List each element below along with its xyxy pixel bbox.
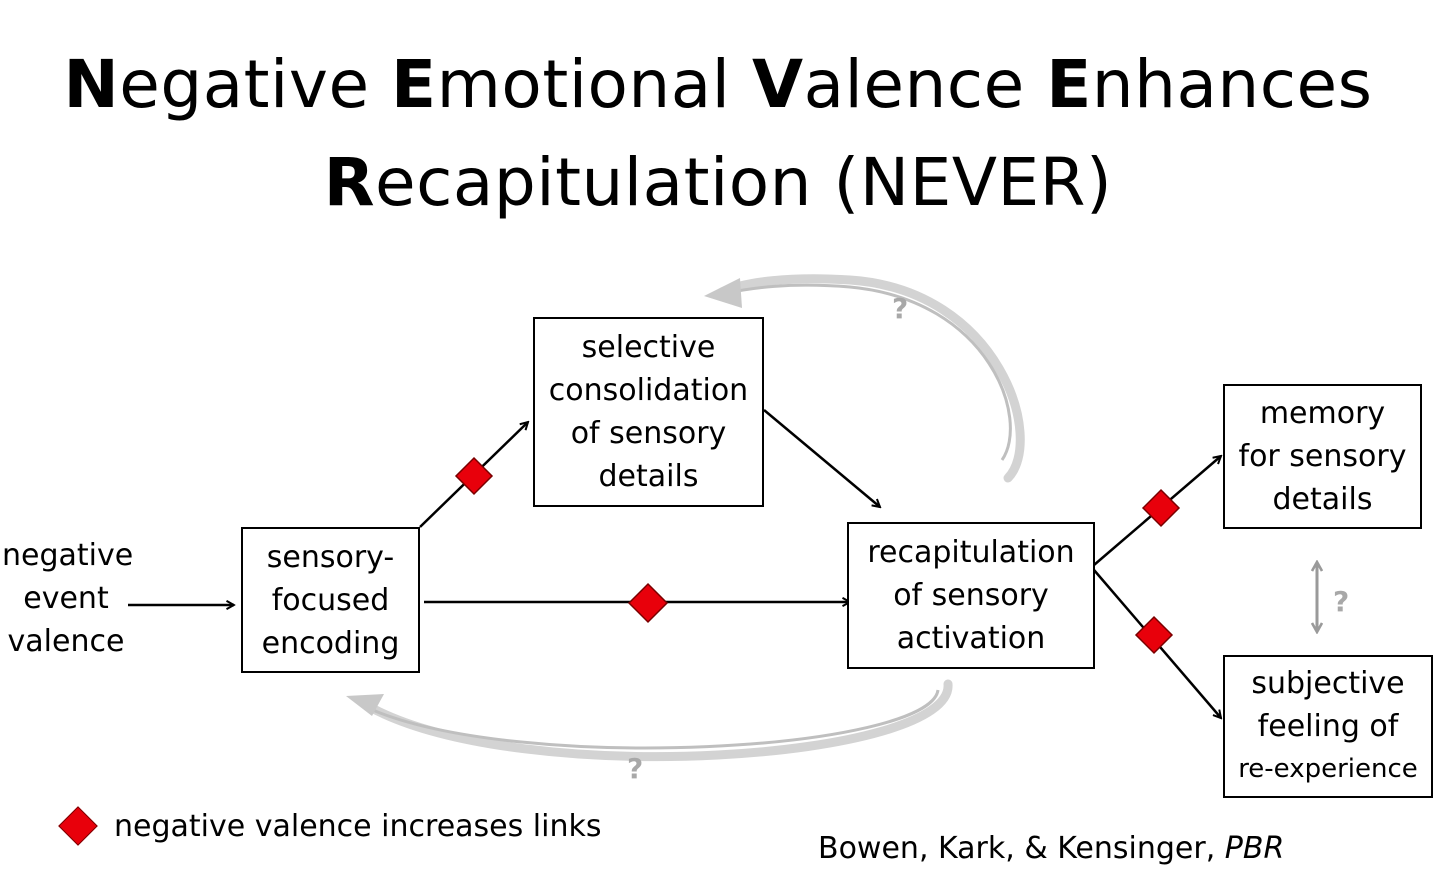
arrow-consolidation-to-recapitulation — [763, 409, 880, 507]
question-mark-bottom: ? — [627, 752, 644, 785]
node-feeling-line: subjective — [1251, 666, 1405, 701]
node-recapitulation-line: activation — [896, 621, 1046, 656]
title-initial: N — [63, 46, 120, 123]
diamond-recapitulation-feeling — [1134, 615, 1174, 655]
legend-text: negative valence increases links — [114, 808, 602, 844]
node-feeling-line: re-experience — [1238, 754, 1418, 784]
node-feeling: subjective feeling of re-experience — [1223, 655, 1433, 798]
title-text: egative — [119, 46, 392, 123]
citation-authors: Bowen, Kark, & Kensinger, — [818, 831, 1225, 866]
feedback-arrow-top — [704, 274, 1025, 483]
node-recapitulation-line: recapitulation — [867, 535, 1075, 570]
title-text: nhances — [1091, 46, 1373, 123]
legend: negative valence increases links — [56, 806, 601, 846]
node-encoding-line: sensory- — [266, 539, 395, 575]
diamond-encoding-recapitulation — [627, 582, 669, 624]
title-text: ecapitulation (NEVER) — [375, 144, 1113, 221]
node-consolidation-line: selective — [581, 330, 716, 365]
node-consolidation-line: consolidation — [548, 373, 749, 408]
title-initial: V — [752, 46, 804, 123]
node-input-line: event — [23, 581, 109, 616]
citation-journal: PBR — [1224, 831, 1285, 866]
citation: Bowen, Kark, & Kensinger, PBR — [818, 831, 1284, 866]
title-text: motional — [436, 46, 752, 123]
node-input-line: valence — [7, 624, 125, 659]
node-memory-line: details — [1272, 482, 1373, 517]
node-recapitulation: recapitulation of sensory activation — [847, 522, 1095, 669]
node-encoding-line: encoding — [261, 625, 400, 661]
question-mark-top: ? — [892, 292, 909, 325]
node-memory: memory for sensory details — [1223, 384, 1422, 529]
node-memory-line: memory — [1259, 396, 1386, 431]
title-initial: R — [323, 144, 376, 221]
feedback-arrow-bottom — [346, 679, 953, 761]
node-recapitulation-line: of sensory — [893, 578, 1049, 613]
title-text: alence — [803, 46, 1047, 123]
title-line-1: Negative Emotional Valence Enhances — [0, 52, 1436, 118]
title-initial: E — [1046, 46, 1092, 123]
legend-diamond-icon — [58, 806, 98, 846]
node-consolidation: selective consolidation of sensory detai… — [533, 317, 764, 507]
node-consolidation-line: details — [598, 459, 699, 494]
node-consolidation-line: of sensory — [570, 416, 727, 451]
diamond-recapitulation-memory — [1141, 488, 1181, 528]
title-line-2: Recapitulation (NEVER) — [0, 150, 1436, 216]
node-feeling-line: feeling of — [1257, 709, 1399, 744]
node-memory-line: for sensory — [1238, 439, 1407, 474]
diamond-encoding-consolidation — [454, 456, 494, 496]
node-encoding-line: focused — [271, 582, 390, 618]
node-input-line: negative — [2, 538, 134, 573]
question-mark-right: ? — [1333, 585, 1350, 618]
node-input-label: negative event valence — [2, 534, 134, 663]
title-initial: E — [391, 46, 437, 123]
node-encoding: sensory- focused encoding — [241, 527, 420, 673]
